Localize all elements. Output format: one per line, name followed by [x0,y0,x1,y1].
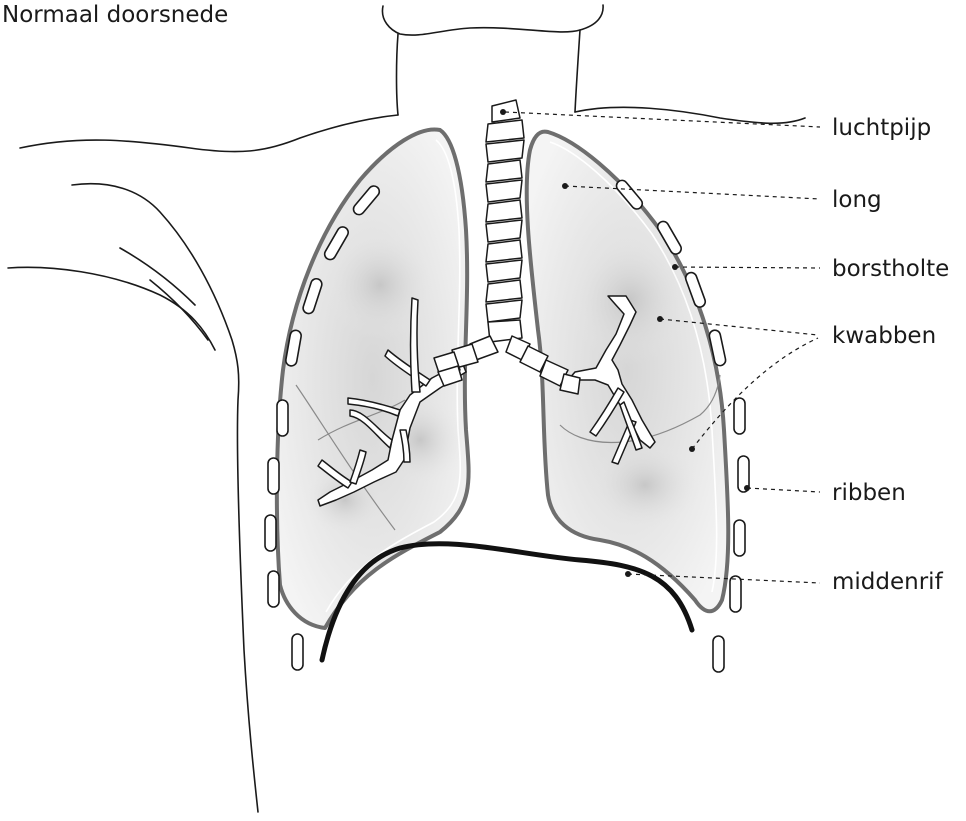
label-trachea: luchtpijp [832,115,931,141]
label-chest-cavity: borstholte [832,256,949,282]
label-lung: long [832,187,882,213]
label-diaphragm: middenrif [832,569,944,595]
label-lobes: kwabben [832,323,936,349]
label-ribs: ribben [832,480,906,506]
diaphragm [322,544,692,660]
diagram-title: Normaal doorsnede [2,2,228,28]
